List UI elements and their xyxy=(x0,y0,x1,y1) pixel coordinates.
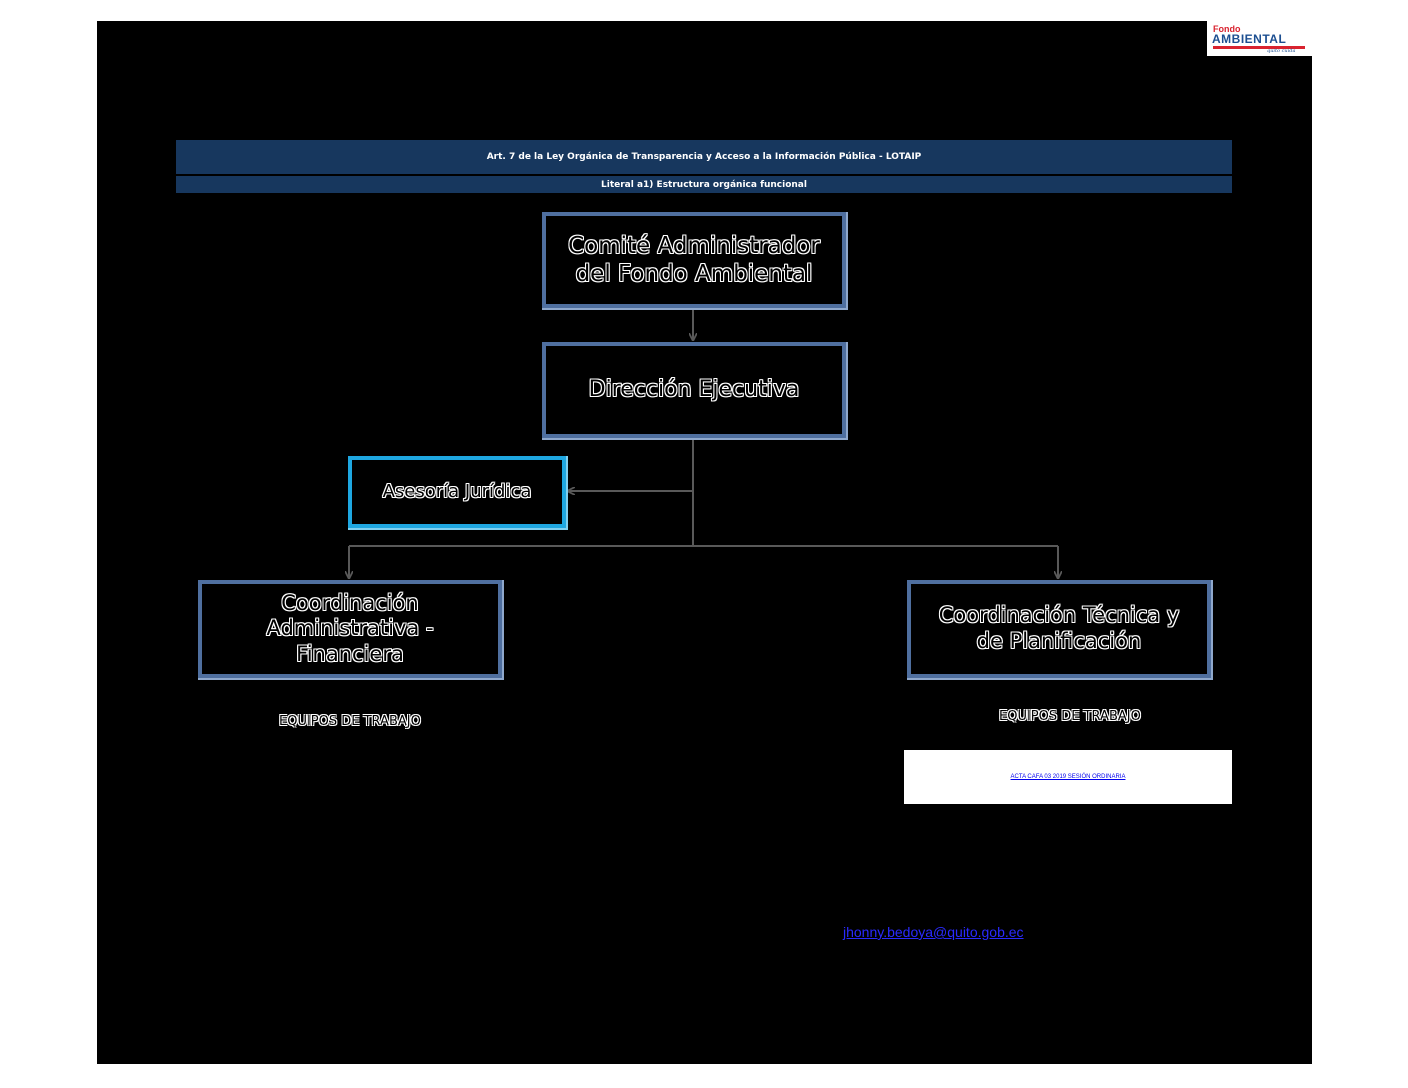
node-tecnica-line1: Coordinación Técnica y xyxy=(938,603,1180,628)
node-direccion-label: Dirección Ejecutiva xyxy=(588,376,800,402)
acta-link[interactable]: ACTA CAFA 03 2019 SESIÓN ORDINARIA xyxy=(1010,774,1126,780)
logo-tagline: quito cuida xyxy=(1267,48,1296,54)
node-asesoria-label: Asesoría Jurídica xyxy=(382,481,532,503)
team-label-tecnica: EQUIPOS DE TRABAJO xyxy=(999,709,1141,724)
node-admin-line1: Coordinación xyxy=(281,590,419,615)
header-title: Art. 7 de la Ley Orgánica de Transparenc… xyxy=(486,152,922,162)
logo-text-fondo: Fondo xyxy=(1213,24,1241,34)
header-subtitle-banner: Literal a1) Estructura orgánica funciona… xyxy=(176,176,1232,193)
node-admin-line3: Financiera xyxy=(296,641,404,666)
header-title-banner: Art. 7 de la Ley Orgánica de Transparenc… xyxy=(176,140,1232,174)
node-comite-administrador: Comité Administrador del Fondo Ambiental xyxy=(542,212,846,308)
node-comite-line2: del Fondo Ambiental xyxy=(575,261,813,287)
team-label-admin: EQUIPOS DE TRABAJO xyxy=(279,714,421,729)
node-coordinacion-administrativa: Coordinación Administrativa - Financiera xyxy=(198,580,502,678)
logo-stripe xyxy=(1213,46,1305,49)
acta-link-box: ACTA CAFA 03 2019 SESIÓN ORDINARIA xyxy=(904,750,1232,804)
email-link[interactable]: jhonny.bedoya@quito.gob.ec xyxy=(843,924,1024,940)
node-comite-line1: Comité Administrador xyxy=(568,232,820,259)
logo-text-ambiental: AMBIENTAL xyxy=(1212,32,1287,46)
fondo-ambiental-logo: Fondo AMBIENTAL quito cuida xyxy=(1207,21,1312,56)
node-direccion-ejecutiva: Dirección Ejecutiva xyxy=(542,342,846,438)
page-background xyxy=(97,21,1312,1064)
header-subtitle: Literal a1) Estructura orgánica funciona… xyxy=(601,179,807,190)
node-tecnica-line2: de Planificación xyxy=(976,629,1142,653)
node-coordinacion-tecnica: Coordinación Técnica y de Planificación xyxy=(907,580,1211,678)
node-admin-line2: Administrativa - xyxy=(266,616,434,641)
node-asesoria-juridica: Asesoría Jurídica xyxy=(348,456,566,528)
